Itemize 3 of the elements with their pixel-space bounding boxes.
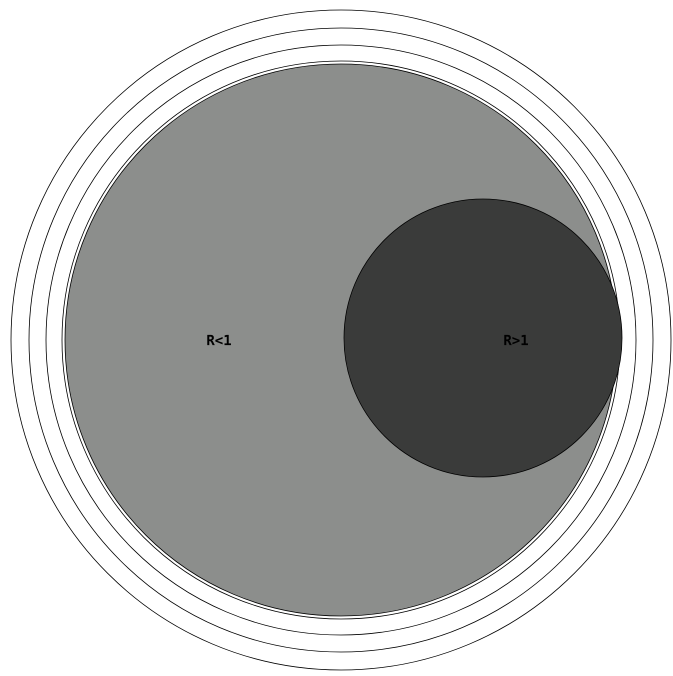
inner-disk	[344, 198, 622, 478]
region-label: R<1	[207, 334, 231, 346]
region-label: R>1	[504, 334, 528, 346]
